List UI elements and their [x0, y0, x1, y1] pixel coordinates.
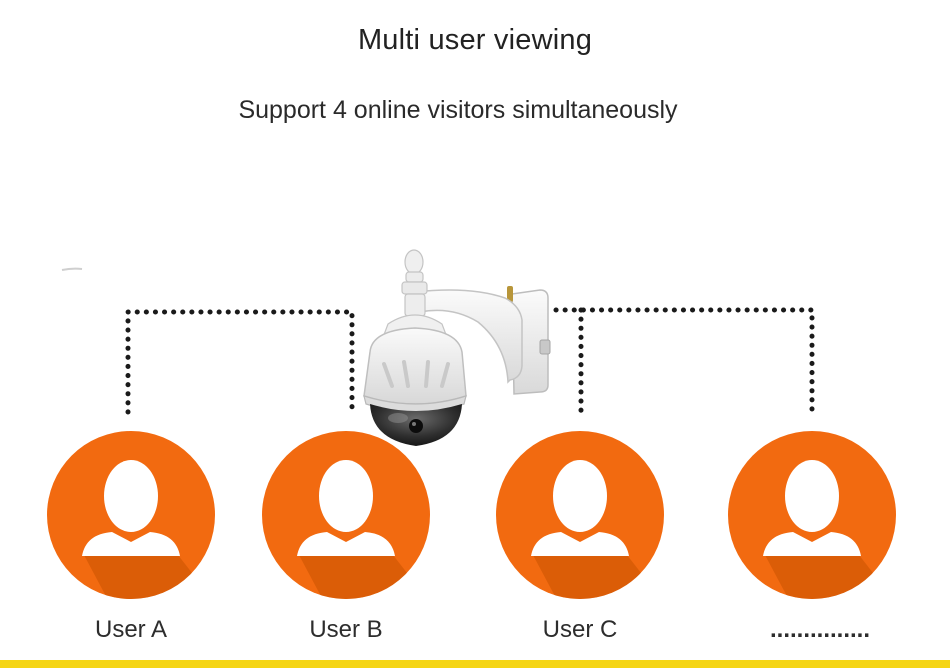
user-avatar-icon — [531, 460, 629, 556]
user-label-a: User A — [94, 616, 168, 643]
user-avatar-icon — [82, 460, 180, 556]
user-avatar-d — [728, 431, 896, 599]
connector-right — [553, 307, 815, 415]
page-title: Multi user viewing — [357, 24, 593, 56]
user-avatar-a — [47, 431, 215, 599]
bottom-accent-bar — [0, 660, 950, 668]
dotted-connectors — [125, 307, 815, 417]
user-avatar-c — [496, 431, 664, 599]
user-label-c: User C — [542, 616, 618, 643]
user-avatar-icon — [763, 460, 861, 556]
user-avatar-b — [262, 431, 430, 599]
user-label-more: ............... — [769, 616, 871, 643]
connector-left — [125, 309, 355, 417]
page-subtitle: Support 4 online visitors simultaneously — [238, 96, 678, 124]
ptz-dome-camera-icon — [363, 249, 551, 446]
user-label-b: User B — [309, 616, 383, 643]
user-avatar-icon — [297, 460, 395, 556]
decorative-stroke — [61, 267, 83, 271]
